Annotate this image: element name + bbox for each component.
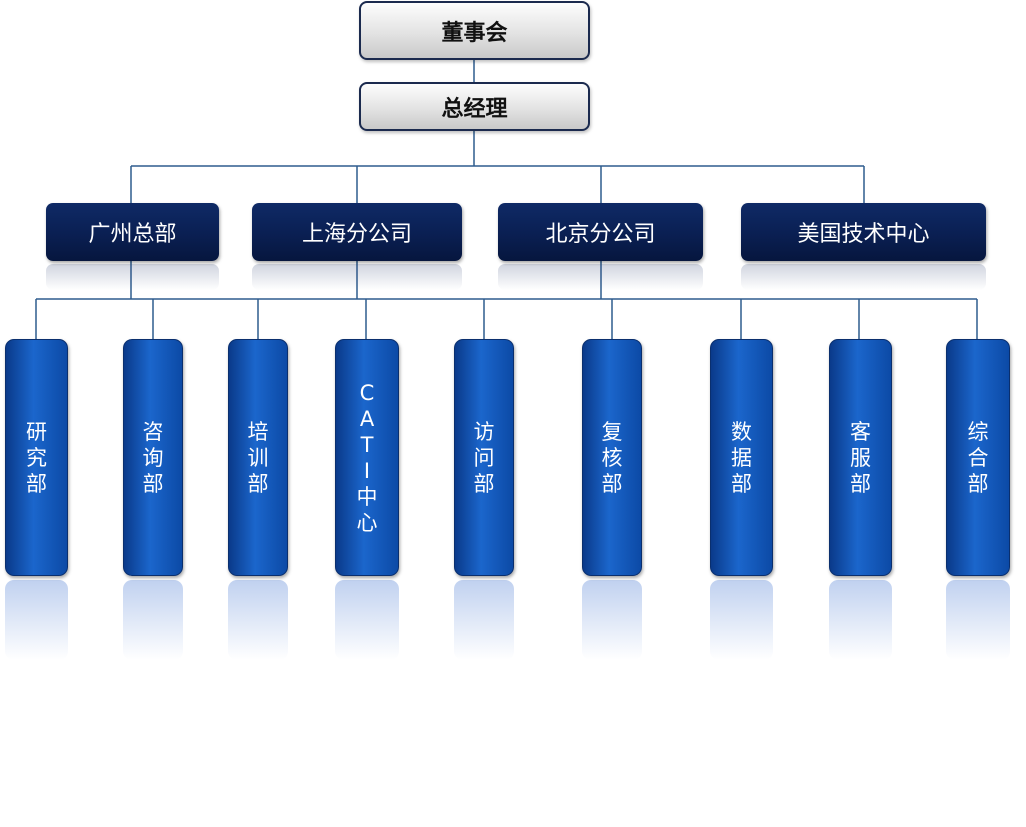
department-label-char: 部 [26,471,47,496]
department-label-char: 咨 [142,419,164,444]
general-manager-label: 总经理 [441,96,508,122]
department-label-char: 训 [247,445,269,470]
department-label-char: 部 [731,471,752,496]
department-label-char: I [363,458,371,483]
department-label-char: 综 [967,419,989,444]
department-training-box: 培训部 [228,339,288,576]
department-review-box: 复核部 [582,339,642,576]
department-label: 咨询部 [143,419,164,497]
department-label-char: 合 [967,445,989,470]
branch-label: 北京分公司 [545,222,656,247]
department-label: 复核部 [602,419,623,497]
department-consulting-box: 咨询部 [123,339,183,576]
department-reflection [829,580,892,660]
department-label-char: 核 [601,445,623,470]
department-label: 数据部 [731,419,752,497]
department-label: 研究部 [26,419,47,497]
branch-reflection [252,264,462,290]
department-label-char: 问 [473,445,495,470]
branch-guangzhou-box: 广州总部 [46,203,219,261]
department-label-char: A [359,406,375,431]
department-research-box: 研究部 [5,339,68,576]
department-general-affairs-box: 综合部 [946,339,1010,576]
department-label-char: 心 [356,510,378,535]
branch-us-tech-center-box: 美国技术中心 [741,203,986,261]
department-label-char: 服 [850,445,871,470]
department-label-char: T [360,432,374,457]
department-interview-box: 访问部 [454,339,514,576]
branch-reflection [46,264,219,290]
department-customer-service-box: 客服部 [829,339,892,576]
branch-label: 美国技术中心 [797,222,930,247]
department-label-char: 部 [967,471,989,496]
department-reflection [5,580,68,660]
department-label: 综合部 [968,419,989,497]
branch-reflection [741,264,986,290]
department-label-char: C [359,380,375,405]
department-label-char: 部 [601,471,623,496]
board-label: 董事会 [441,20,508,46]
department-label: 客服部 [850,419,871,497]
general-manager-box: 总经理 [359,82,590,131]
branch-reflection [498,264,703,290]
department-label-char: 客 [850,419,871,444]
department-label: 培训部 [248,419,269,497]
department-reflection [710,580,773,660]
branch-beijing-box: 北京分公司 [498,203,703,261]
department-label-char: 部 [850,471,871,496]
department-reflection [582,580,642,660]
department-label-char: 中 [356,484,378,509]
department-label-char: 访 [473,419,495,444]
department-label-char: 询 [142,445,164,470]
department-label-char: 培 [247,419,269,444]
department-reflection [454,580,514,660]
department-label-char: 研 [26,419,47,444]
department-reflection [228,580,288,660]
department-data-box: 数据部 [710,339,773,576]
branch-label: 上海分公司 [301,222,412,247]
branch-shanghai-box: 上海分公司 [252,203,462,261]
department-label-char: 部 [142,471,164,496]
department-label-char: 究 [26,445,47,470]
department-label: 访问部 [474,419,495,497]
department-label-char: 据 [731,445,752,470]
department-label-char: 复 [601,419,623,444]
department-label-char: 数 [731,419,752,444]
department-label-char: 部 [473,471,495,496]
branch-label: 广州总部 [88,222,177,247]
department-reflection [946,580,1010,660]
board-box: 董事会 [359,1,590,60]
department-reflection [123,580,183,660]
department-reflection [335,580,399,660]
department-label-char: 部 [247,471,269,496]
